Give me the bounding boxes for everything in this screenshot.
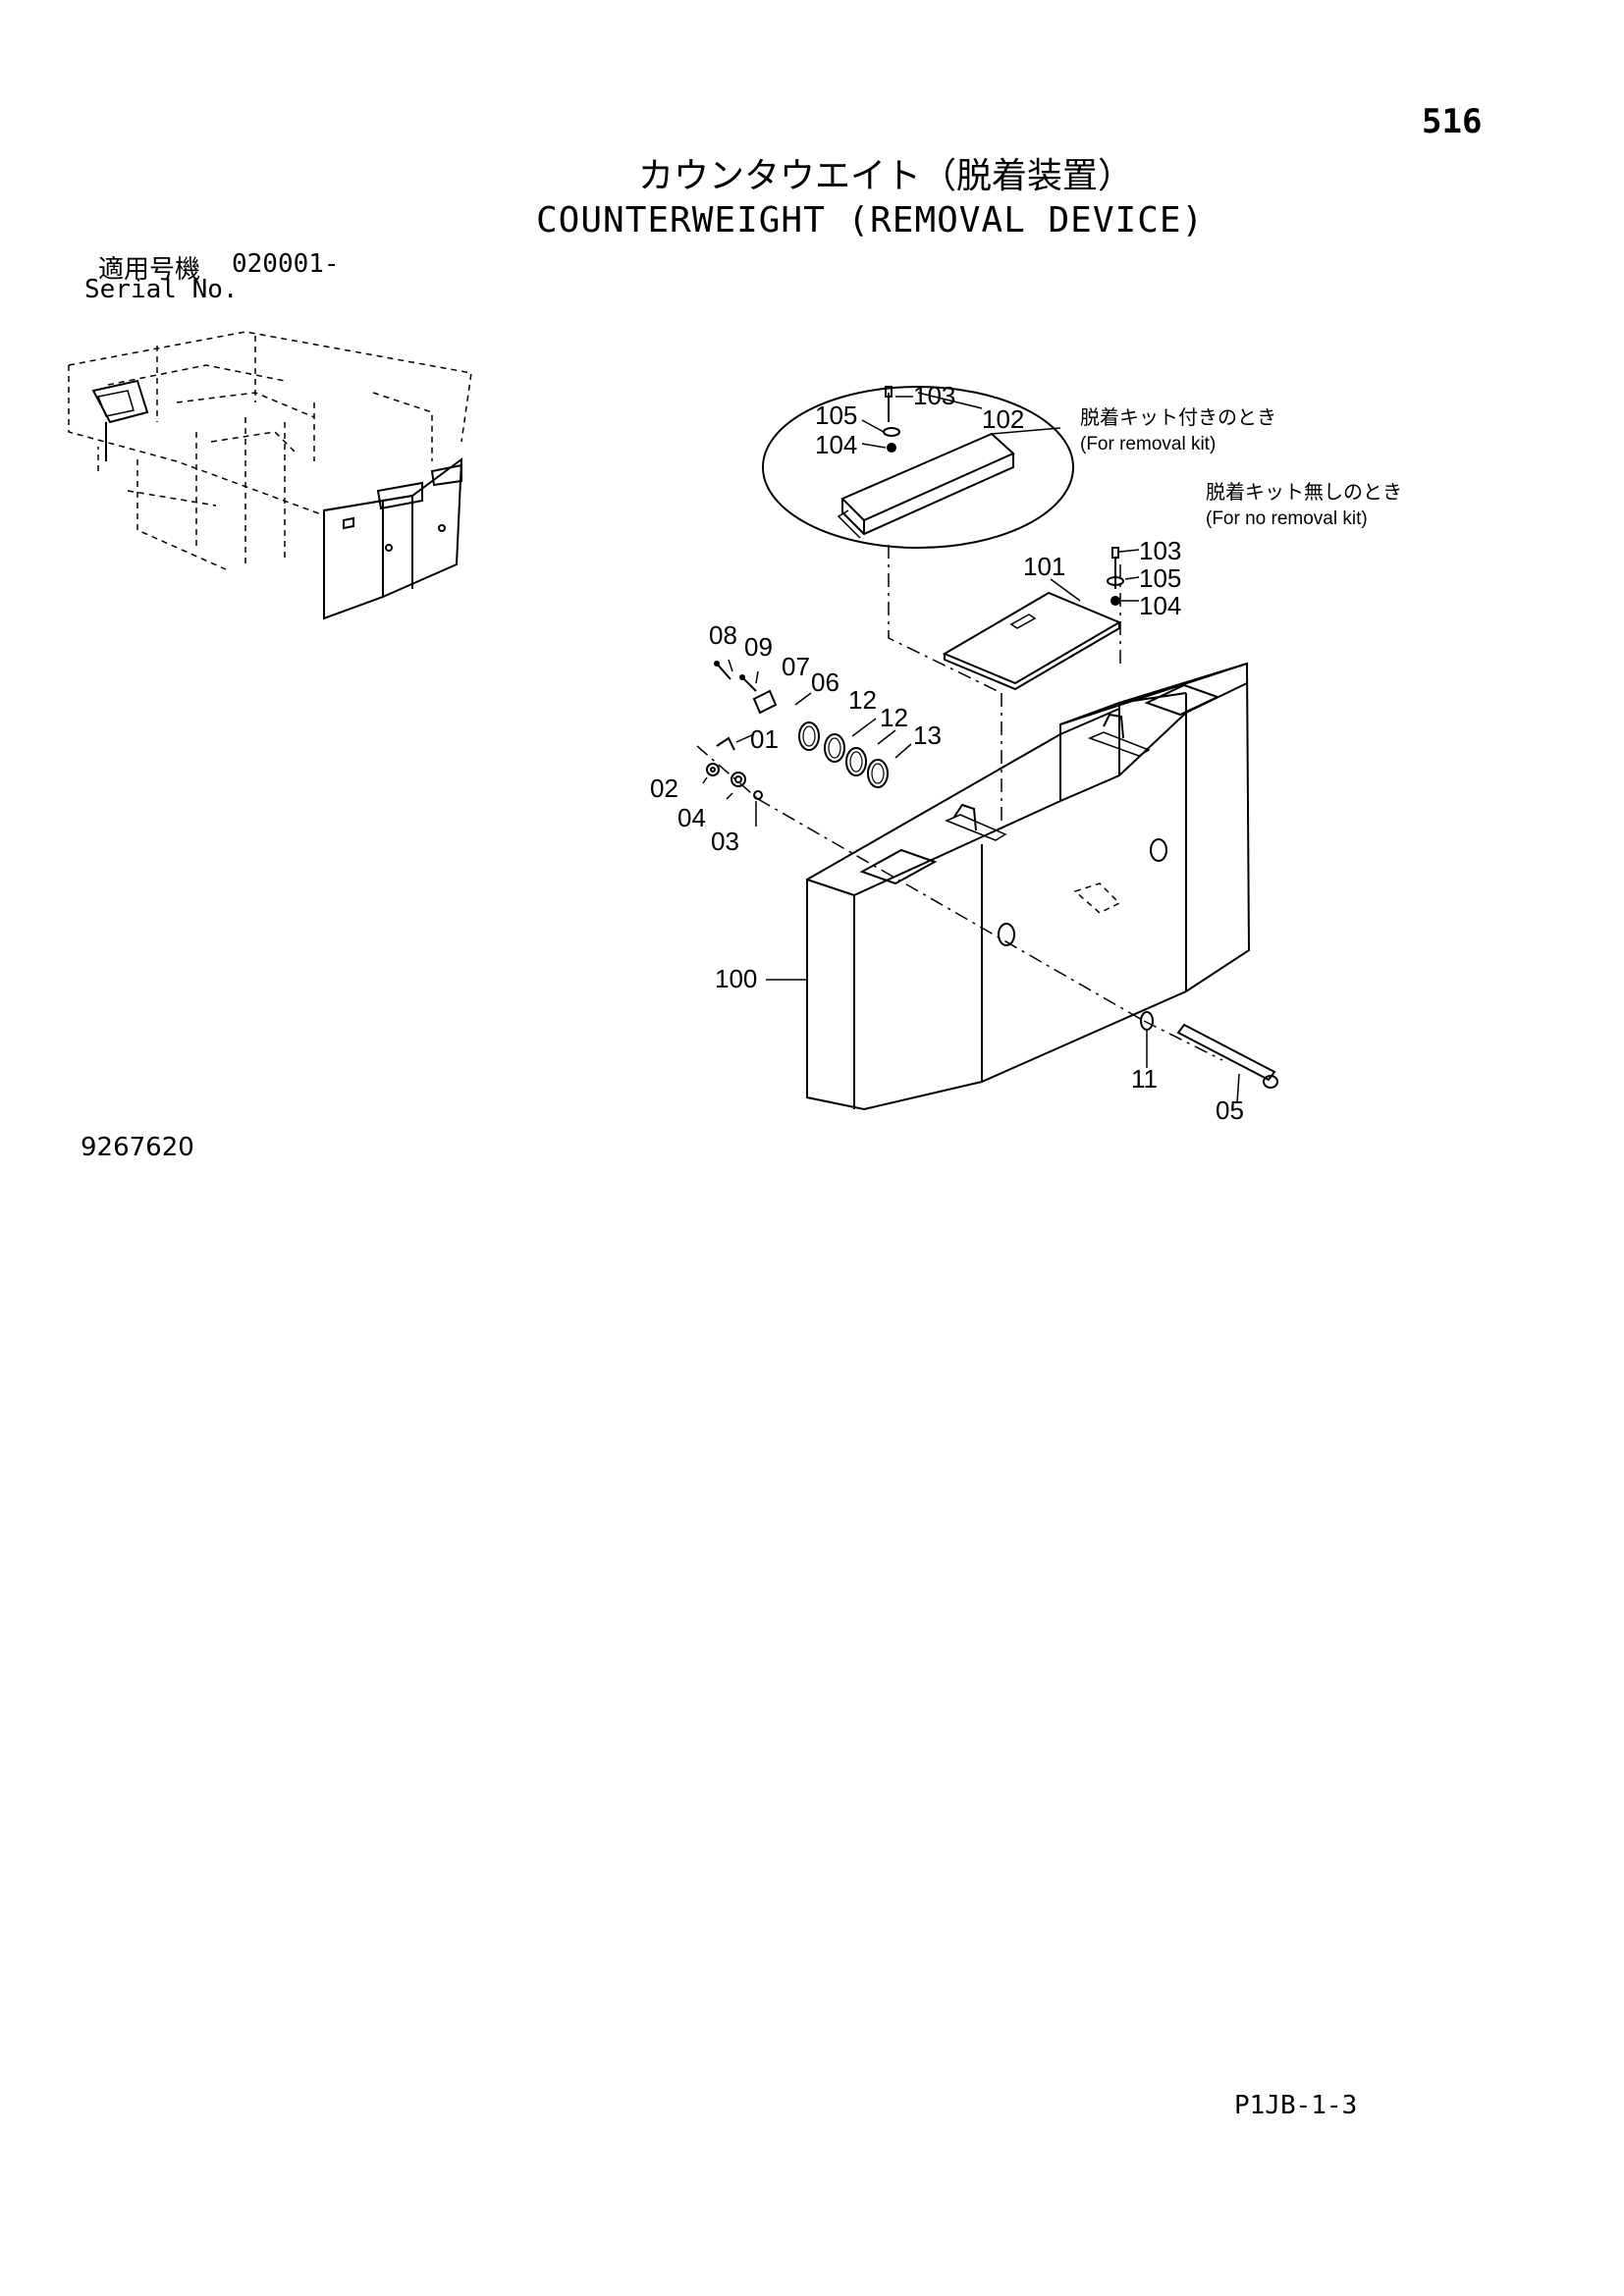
part-label-08: 08 [709,620,737,650]
part-label-11: 11 [1131,1064,1158,1094]
part-label-105-inset: 105 [815,400,857,430]
cover-bolt-set [1107,547,1124,606]
part-label-06: 06 [811,667,839,697]
part-label-12-second: 12 [880,703,908,732]
figure-number: 9267620 [81,1133,194,1162]
machine-locator-thumbnail [68,331,472,620]
mounting-bolt-set [1140,1011,1278,1089]
part-label-105: 105 [1139,563,1181,593]
part-label-104: 104 [1139,591,1181,620]
part-label-103-inset: 103 [913,381,955,410]
part-label-101: 101 [1023,552,1065,581]
assembly-guide-lines [696,545,1223,1061]
page-code: P1JB-1-3 [1234,2091,1358,2120]
removal-kit-inset [762,386,1074,549]
part-label-05: 05 [1216,1095,1244,1125]
note-with-kit-english: (For removal kit) [1080,434,1216,454]
serial-value: 020001- [232,249,340,279]
note-without-kit-english: (For no removal kit) [1206,508,1368,529]
page-number: 516 [1422,102,1483,141]
part-label-102: 102 [982,404,1024,434]
part-label-13: 13 [913,721,942,750]
leader-lines [702,396,1240,1104]
part-label-100: 100 [715,964,757,993]
part-label-07: 07 [782,652,810,681]
part-label-03: 03 [711,827,739,856]
lock-hardware-cluster [706,661,889,800]
part-label-104-inset: 104 [815,430,857,459]
counterweight-body [806,662,1251,1111]
part-label-09: 09 [744,632,773,662]
part-label-01: 01 [750,724,779,754]
serial-label-english: Serial No. [84,275,239,304]
part-label-04: 04 [677,803,706,832]
title-japanese: カウンタウエイト（脱着装置） [638,156,1134,196]
part-label-12-first: 12 [848,685,877,715]
note-with-kit-japanese: 脱着キット付きのとき [1080,406,1276,429]
cover-plate [942,591,1122,691]
part-label-02: 02 [650,774,678,803]
note-without-kit-japanese: 脱着キット無しのとき [1206,481,1402,504]
part-label-103: 103 [1139,536,1181,565]
title-english: COUNTERWEIGHT (REMOVAL DEVICE) [536,200,1205,240]
serial-label-japanese: 適用号機 [98,255,201,285]
